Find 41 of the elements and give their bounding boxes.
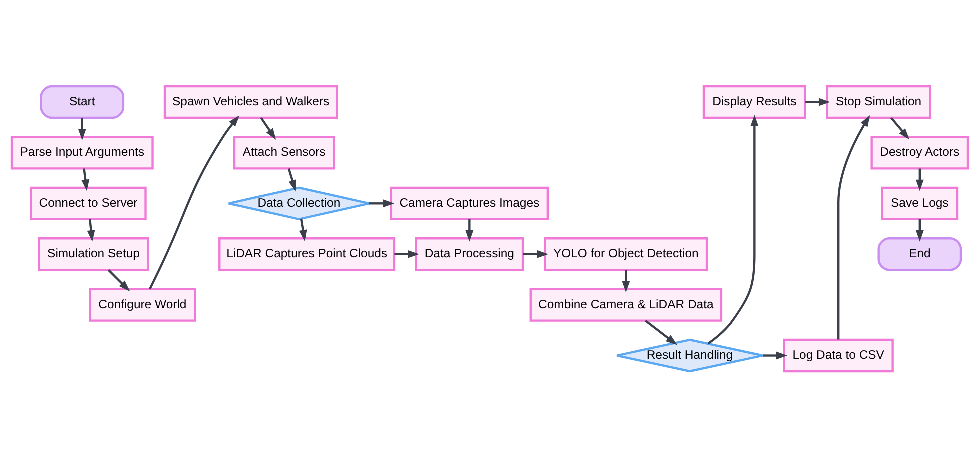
arrow	[645, 320, 678, 345]
arrow	[299, 218, 308, 242]
arrow	[916, 218, 924, 242]
node-box: Configure World	[89, 288, 196, 322]
node-box: Camera Captures Images	[390, 186, 550, 220]
node-box: Save Logs	[881, 186, 959, 220]
node-box: Stop Simulation	[826, 84, 932, 119]
node-diamond: Data Collection	[228, 186, 371, 220]
node-box: Attach Sensors	[233, 136, 336, 170]
arrow	[890, 116, 910, 140]
node-box: Destroy Actors	[870, 136, 970, 170]
arrow	[78, 118, 86, 140]
node-box: End	[878, 237, 962, 271]
node-box: YOLO for Object Detection	[544, 237, 708, 271]
node-box: Display Results	[702, 84, 806, 119]
node-box: LiDAR Captures Point Clouds	[218, 237, 396, 271]
arrow	[708, 114, 759, 344]
node-box: Log Data to CSV	[783, 338, 894, 372]
node-box: Start	[40, 84, 125, 119]
arrow	[82, 168, 90, 191]
arrow	[523, 250, 549, 258]
node-box: Connect to Server	[30, 186, 147, 220]
node-box: Data Processing	[415, 237, 524, 271]
node-box: Combine Camera & LiDAR Data	[530, 288, 723, 322]
arrow	[149, 115, 240, 290]
arrow	[806, 98, 830, 106]
arrow	[87, 218, 96, 242]
arrow	[394, 250, 420, 258]
arrow	[763, 351, 788, 360]
node-box: Simulation Setup	[38, 237, 150, 271]
arrow	[466, 218, 474, 242]
node-diamond: Result Handling	[616, 338, 764, 372]
arrow	[260, 116, 276, 140]
arrow	[369, 199, 395, 208]
node-box: Spawn Vehicles and Walkers	[164, 84, 338, 119]
arrow	[916, 168, 924, 191]
arrow	[288, 168, 296, 192]
arrow	[838, 114, 870, 340]
arrow	[622, 270, 630, 292]
node-box: Parse Input Arguments	[10, 136, 154, 170]
arrow	[108, 268, 130, 292]
